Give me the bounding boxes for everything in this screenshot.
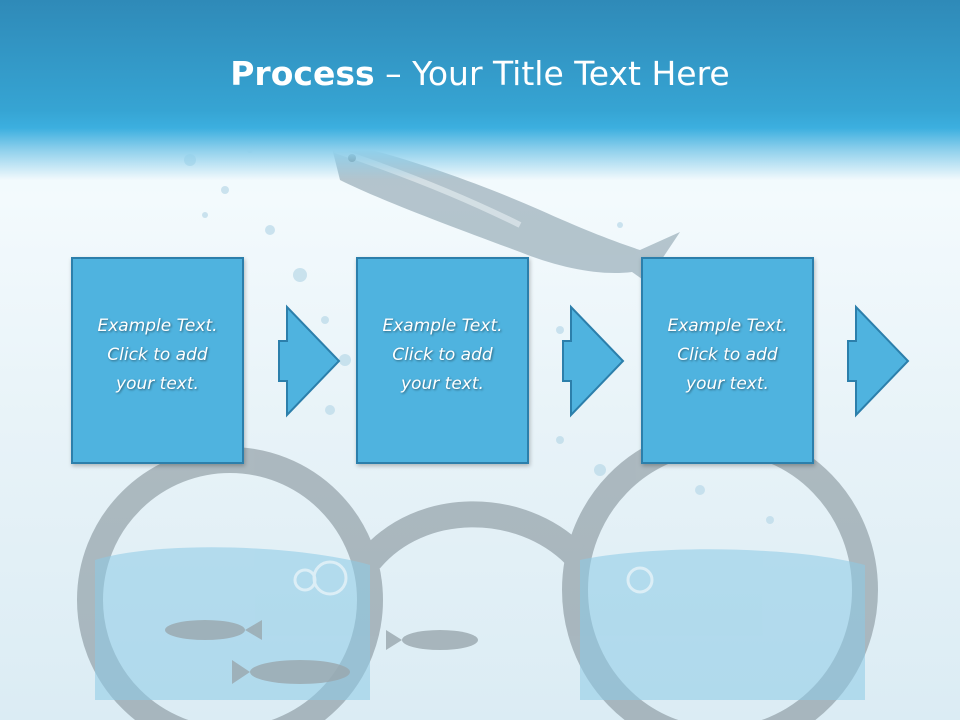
small-fish-image <box>165 620 478 684</box>
process-step-2[interactable]: Example Text. Click to add your text. <box>356 257 529 464</box>
process-step-1[interactable]: Example Text. Click to add your text. <box>71 257 244 464</box>
title-rest: – Your Title Text Here <box>374 54 730 93</box>
title-bold: Process <box>230 54 375 93</box>
title-bar: Process – Your Title Text Here <box>0 0 960 180</box>
arrow-right-icon <box>278 304 341 418</box>
arrow-right-icon <box>562 304 625 418</box>
step-1-text[interactable]: Example Text. Click to add your text. <box>97 316 218 394</box>
step-3-text[interactable]: Example Text. Click to add your text. <box>667 316 788 394</box>
step-2-text[interactable]: Example Text. Click to add your text. <box>382 316 503 394</box>
slide-title[interactable]: Process – Your Title Text Here <box>0 52 960 96</box>
arrow-right-icon <box>847 304 910 418</box>
process-step-3[interactable]: Example Text. Click to add your text. <box>641 257 814 464</box>
